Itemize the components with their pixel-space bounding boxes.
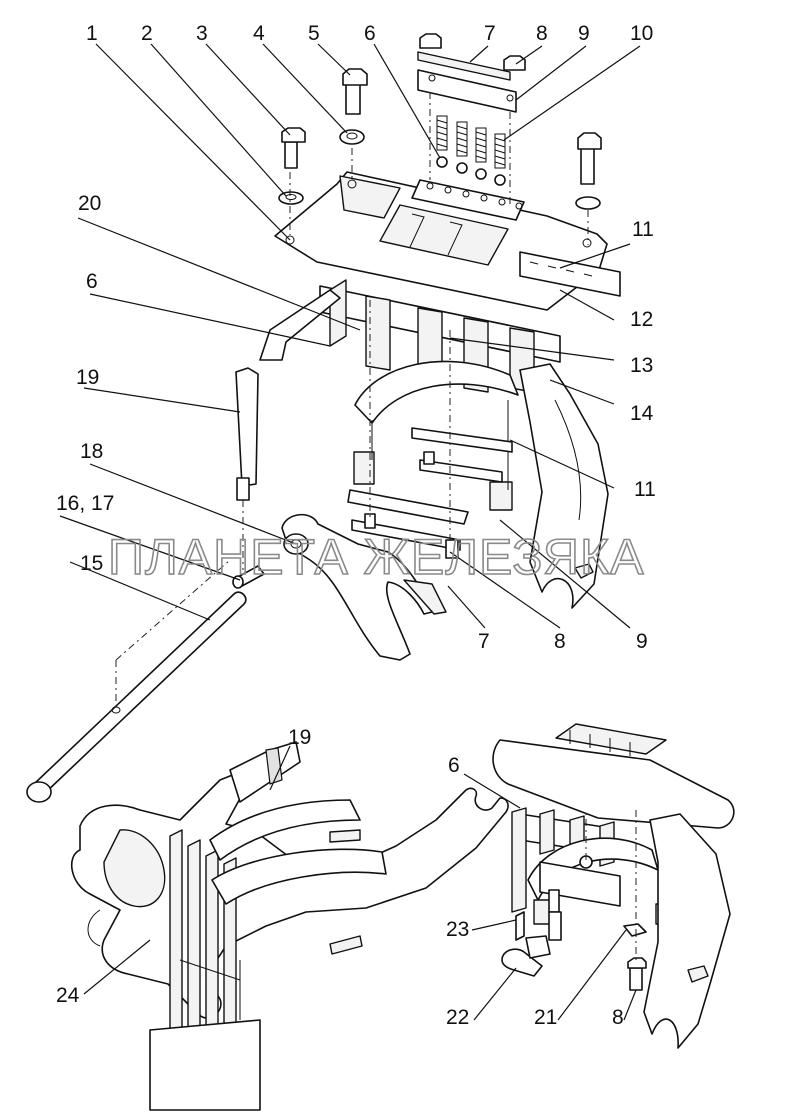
- callout-8-top: 8: [536, 22, 548, 45]
- leader-lines-bottom: [83, 745, 637, 1021]
- callout-11-upper: 11: [632, 218, 654, 241]
- callout-12: 12: [630, 308, 653, 331]
- spring-set-part-10: [436, 115, 506, 169]
- callout-11-lower: 11: [634, 478, 656, 501]
- callout-7-top: 7: [484, 22, 496, 45]
- bolt-part-8-top-right: [503, 55, 526, 71]
- callout-20: 20: [78, 192, 101, 215]
- callout-14: 14: [630, 402, 654, 425]
- leader-lines-top: [59, 43, 641, 629]
- bolt-part-3: [281, 127, 306, 169]
- shift-fork-part-14: [519, 363, 609, 609]
- alignment-lines: [115, 92, 589, 708]
- callout-10: 10: [630, 22, 653, 45]
- selector-finger-part-19: [235, 289, 341, 501]
- callout-21: 21: [534, 1006, 557, 1029]
- callout-19-top: 19: [76, 366, 99, 389]
- lock-plate-part-7: [347, 489, 469, 559]
- washer-part-2: [278, 191, 304, 205]
- bolt-part-5: [342, 68, 368, 115]
- bottom-right-assembly: [492, 723, 735, 1049]
- top-exploded-assembly: [26, 33, 641, 803]
- callout-15: 15: [80, 552, 103, 575]
- callout-3: 3: [196, 22, 208, 45]
- shift-rod-part-15: [26, 591, 247, 803]
- callout-labels: 1 2 3 4 5 6 7 8 9 10 20 11 6 12 13 19 14…: [56, 22, 656, 1029]
- callout-8-bottom: 8: [612, 1006, 624, 1029]
- watermark-text: ПЛАНЕТА ЖЕЛЕЗЯКА: [108, 529, 644, 585]
- callout-6-bottom: 6: [448, 754, 460, 777]
- callout-2: 2: [141, 22, 153, 45]
- callout-8-mid: 8: [554, 630, 566, 653]
- retainer-plate-part-7: [417, 51, 517, 113]
- callout-24: 24: [56, 984, 80, 1007]
- callout-18: 18: [80, 440, 103, 463]
- callout-19-bottom: 19: [288, 726, 311, 749]
- callout-6-top: 6: [364, 22, 376, 45]
- callout-9-top: 9: [578, 22, 590, 45]
- bolt-part-8-top-left: [419, 33, 442, 49]
- callout-16-17: 16, 17: [56, 492, 114, 515]
- shift-fork-part-12: [353, 360, 519, 511]
- callout-9-mid: 9: [636, 630, 648, 653]
- callout-7-mid: 7: [478, 630, 490, 653]
- ball-set-part-6: [436, 156, 506, 186]
- callout-6-mid: 6: [86, 270, 98, 293]
- callout-5: 5: [308, 22, 320, 45]
- washer-part-4: [339, 129, 365, 145]
- callout-23: 23: [446, 918, 469, 941]
- callout-1: 1: [86, 22, 98, 45]
- callout-13: 13: [630, 354, 653, 377]
- bottom-left-assembly: [71, 741, 509, 1111]
- bolt-right: [575, 132, 602, 210]
- callout-4: 4: [253, 22, 265, 45]
- callout-22: 22: [446, 1006, 469, 1029]
